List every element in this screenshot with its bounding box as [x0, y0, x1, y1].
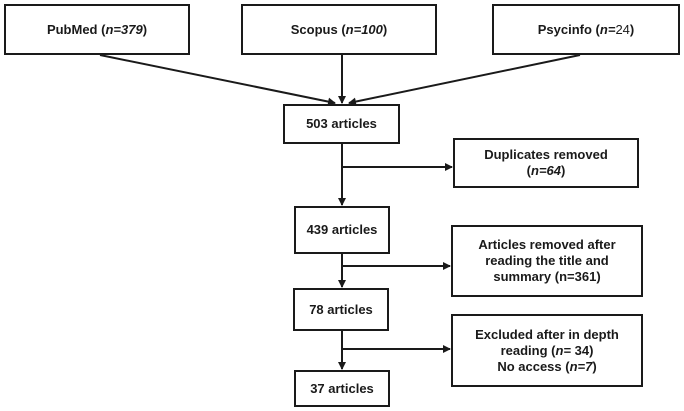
exclusion-text-line: Excluded after in depth	[475, 326, 619, 342]
stage-box-78: 78 articles	[293, 288, 389, 331]
exclusion-text-line: Duplicates removed	[484, 147, 608, 162]
source-box-pubmed: PubMed (n=379)	[4, 4, 190, 55]
stage-label: 503 articles	[306, 116, 377, 131]
source-box-psycinfo: Psycinfo (n=24)	[492, 4, 680, 55]
source-name: Scopus	[290, 21, 338, 37]
source-name: PubMed	[46, 21, 98, 37]
exclusion-box-title-summary: Articles removed after reading the title…	[451, 225, 643, 297]
source-name: Psycinfo	[537, 21, 592, 37]
exclusion-text-line: reading the title and	[485, 253, 609, 268]
stage-label: 439 articles	[306, 222, 378, 237]
exclusion-text-line: (n=64)	[526, 163, 566, 178]
exclusion-text-line: Articles removed after	[478, 237, 616, 252]
arrow-pubmed-to-503	[99, 54, 336, 106]
stage-label: 78 articles	[309, 301, 373, 317]
stage-box-37: 37 articles	[294, 370, 390, 407]
source-count: n=	[599, 21, 616, 37]
source-count: n=100	[345, 21, 383, 37]
stage-label: 37 articles	[310, 380, 374, 396]
stage-box-439: 439 articles	[294, 206, 390, 254]
exclusion-box-duplicates: Duplicates removed (n=64)	[453, 138, 639, 188]
exclusion-text-line: summary (n=361)	[493, 269, 601, 284]
source-count: n=379	[105, 21, 143, 37]
exclusion-text-line: reading (n= 34)	[500, 342, 594, 358]
stage-box-503: 503 articles	[283, 104, 400, 144]
source-box-scopus: Scopus (n=100)	[241, 4, 437, 55]
exclusion-text-line: No access (n=7)	[497, 358, 597, 374]
exclusion-box-in-depth: Excluded after in depth reading (n= 34) …	[451, 314, 643, 387]
arrow-psycinfo-to-503	[348, 54, 581, 106]
